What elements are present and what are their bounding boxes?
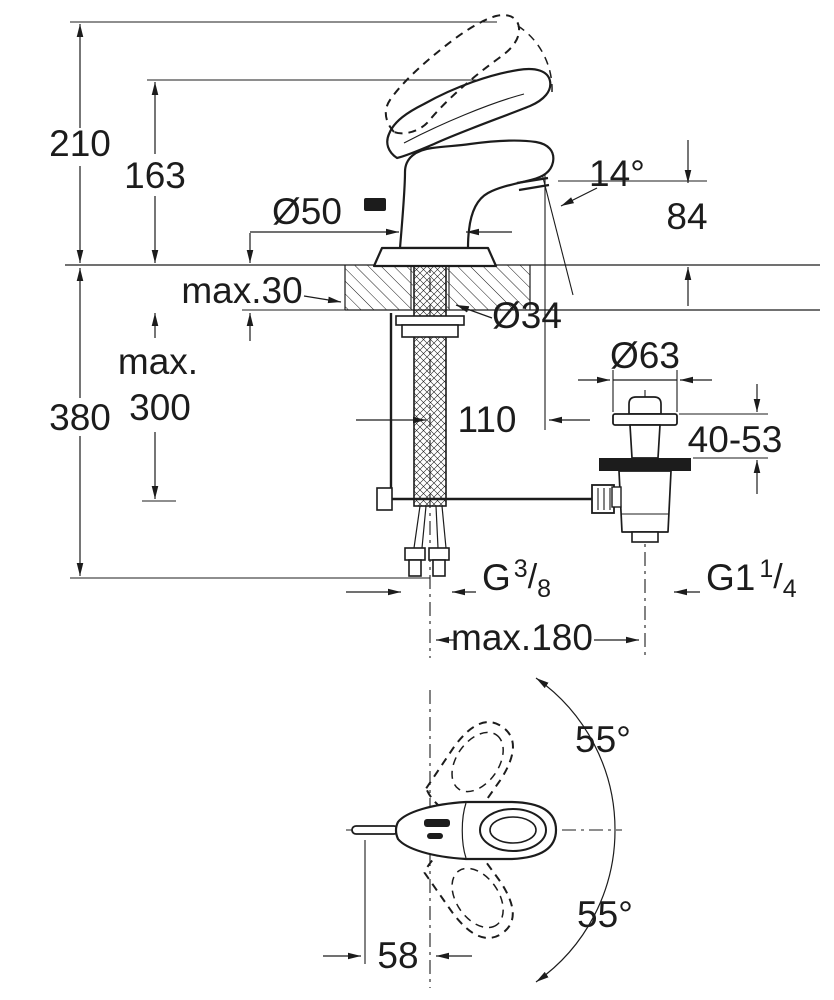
dim-height-overall: 210: [49, 123, 111, 164]
mounting-deck: [65, 264, 820, 311]
dim-body-diameter: Ø50: [272, 191, 342, 232]
dim-deck-thickness: max.30: [181, 270, 302, 311]
top-view-slot-2: [427, 833, 443, 839]
faucet-body: [398, 139, 555, 250]
dim-swivel-upper: 55°: [575, 719, 631, 760]
rod-bracket: [376, 487, 393, 511]
waste-neck: [629, 424, 661, 459]
dim-hole-diameter: Ø34: [492, 295, 562, 336]
hose-fitting-right: [428, 547, 450, 561]
dim-handle-offset: 58: [377, 935, 418, 976]
supply-hoses: [404, 505, 450, 577]
dim-height-to-lever: 163: [124, 155, 186, 196]
pop-up-waste-assembly: [599, 396, 691, 543]
lever-motion-arc: [517, 25, 553, 93]
dim-spout-angle: 14°: [589, 153, 645, 194]
top-view-pin: [351, 825, 399, 835]
top-view-slot-1: [424, 819, 450, 827]
deck-hatch-right: [447, 265, 530, 310]
dim-waste-flange-diameter: Ø63: [610, 335, 680, 376]
aerator: [516, 176, 550, 192]
waste-flange: [612, 413, 678, 426]
dim-center-distance: max.180: [451, 617, 593, 658]
waste-tailpiece: [631, 531, 659, 543]
hose-nut-left: [408, 559, 422, 577]
lever-handle-raised: [384, 14, 521, 135]
dimensions-side-view: 210 163 380 max. 300 Ø50 max.30 Ø34 14° …: [49, 21, 797, 658]
faucet-top-view: [346, 677, 622, 988]
swivel-arc-lower: [535, 829, 616, 983]
swivel-arc-upper: [535, 677, 616, 831]
mounting-nut: [401, 324, 459, 338]
dim-spout-projection: 110: [458, 399, 517, 440]
waste-rod-boss: [611, 486, 622, 508]
waste-body: [618, 470, 672, 533]
mounting-washer: [395, 315, 465, 326]
hose-fitting-left: [404, 547, 426, 561]
spout-angle-line: [537, 157, 574, 296]
top-view-body-joint: [461, 802, 467, 859]
faucet-side-view: [364, 14, 615, 577]
lever-detail-line: [403, 93, 525, 144]
dim-hose-length-2: 300: [129, 387, 191, 428]
waste-seal-flange: [599, 458, 691, 471]
rod-adjuster-knob: [591, 484, 615, 514]
top-view-body: [394, 800, 558, 861]
faucet-base: [372, 246, 498, 268]
waste-cap: [628, 396, 662, 415]
pop-up-rod: [376, 313, 615, 514]
body-side-button: [364, 198, 386, 211]
dim-swivel-lower: 55°: [577, 894, 633, 935]
lever-loop-outer: [479, 808, 547, 852]
threaded-shank: [413, 265, 447, 507]
hose-nut-right: [432, 559, 446, 577]
dim-spout-height: 84: [666, 196, 707, 237]
dimensions-top-view: 55° 55° 58: [323, 719, 633, 976]
lever-loop-inner: [489, 816, 537, 844]
dim-hose-length-1: max.: [118, 341, 198, 382]
dim-waste-height-range: 40-53: [688, 419, 783, 460]
deck-hatch-left: [345, 265, 413, 310]
dim-depth-overall: 380: [49, 397, 111, 438]
